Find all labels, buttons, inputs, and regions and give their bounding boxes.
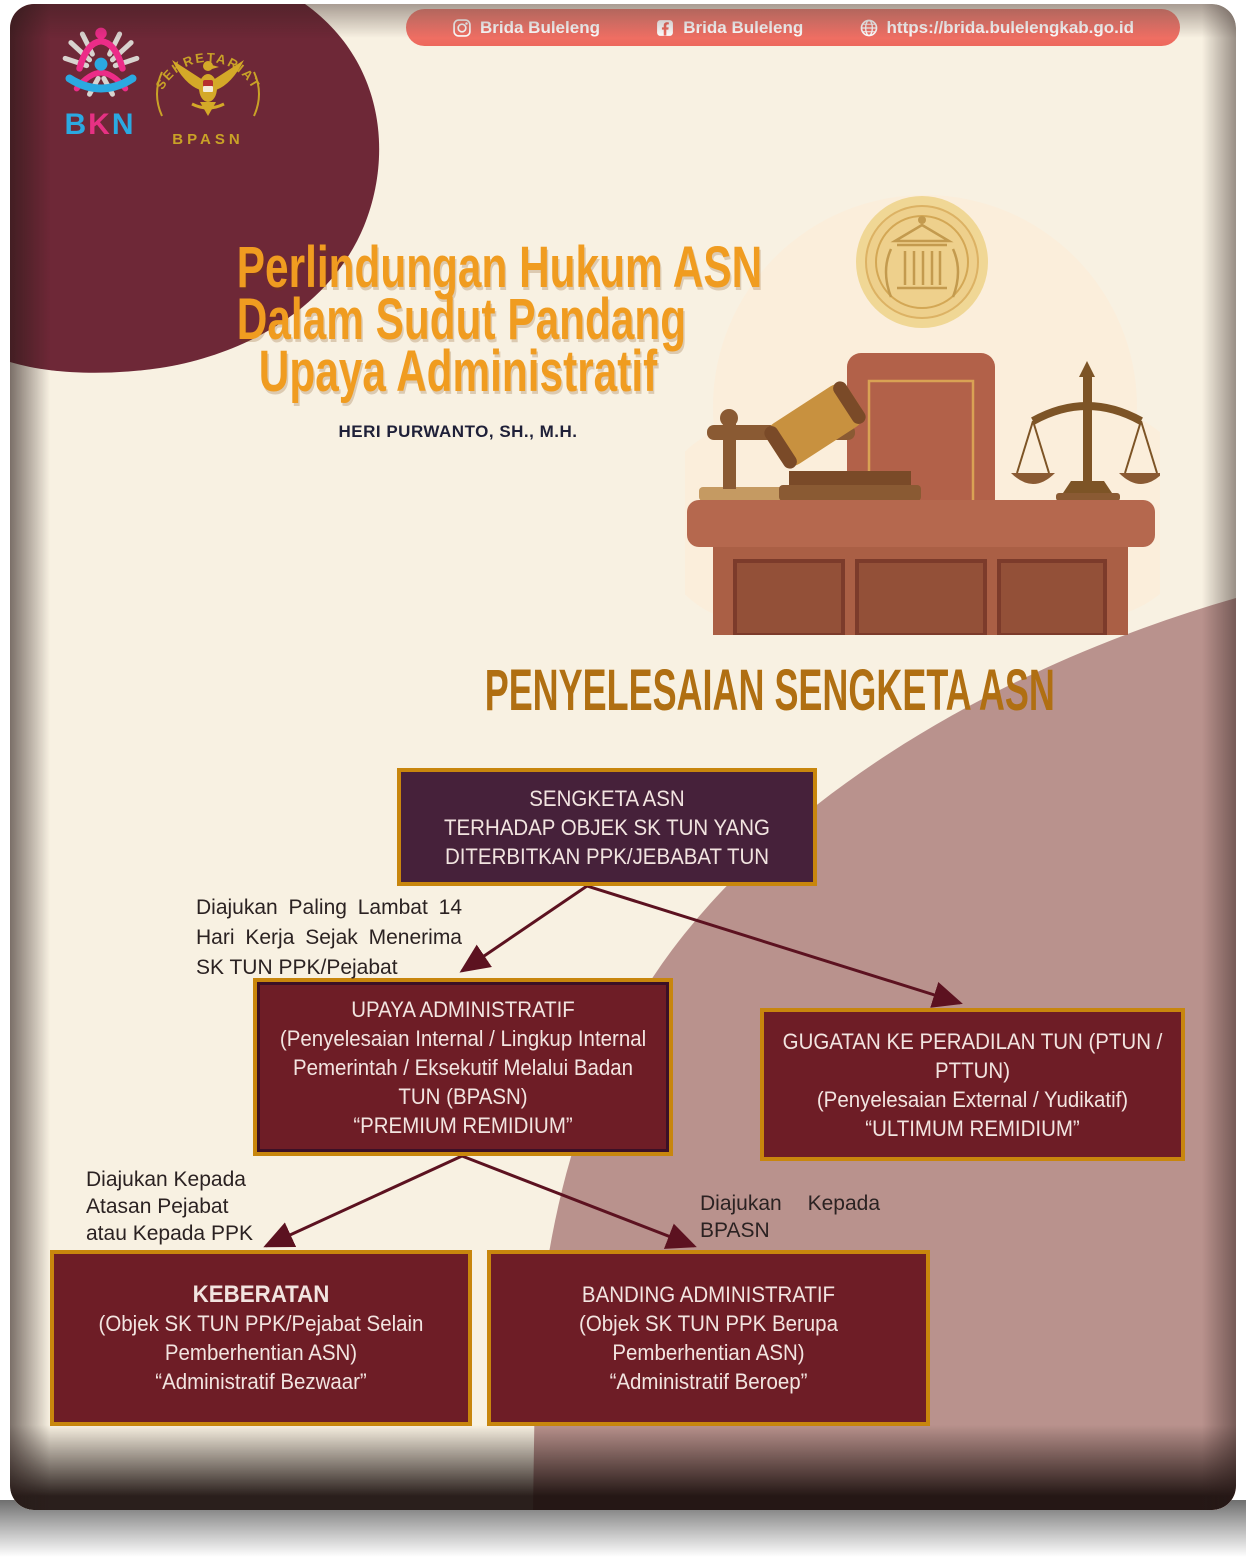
section-heading-text: PENYELESAIAN SENGKETA ASN	[484, 658, 1055, 723]
flow-box-sengketa: SENGKETA ASN TERHADAP OBJEK SK TUN YANG …	[397, 768, 817, 886]
website-link[interactable]: https://brida.bulelengkab.go.id	[859, 18, 1134, 38]
title-line-3: Upaya Administratif	[258, 339, 658, 404]
keberatan-line: (Objek SK TUN PPK/Pejabat Selain	[98, 1311, 424, 1336]
bpasn-emblem: SEKRETARIAT BPASN	[152, 50, 261, 148]
gugatan-line: GUGATAN KE PERADILAN TUN (PTUN /	[782, 1028, 1163, 1054]
bkn-letter-k: K	[88, 108, 112, 141]
banding-line: BANDING ADMINISTRATIF	[581, 1282, 836, 1307]
banding-line: “Administratif Beroep”	[609, 1369, 808, 1394]
note-keberatan-label: Diajukan Kepada Atasan Pejabat atau Kepa…	[86, 1168, 253, 1245]
upaya-line: “PREMIUM REMIDIUM”	[353, 1112, 573, 1138]
facebook-link[interactable]: Brida Buleleng	[655, 18, 803, 38]
banding-line: Pemberhentian ASN)	[612, 1340, 805, 1365]
sengketa-line: TERHADAP OBJEK SK TUN YANG	[444, 814, 770, 840]
gugatan-line: “ULTIMUM REMIDIUM”	[865, 1115, 1080, 1141]
note-banding-label: Diajukan Kepada BPASN	[700, 1192, 880, 1242]
upaya-line: UPAYA ADMINISTRATIF	[351, 996, 575, 1022]
court-seal-icon	[856, 196, 988, 328]
page-title: Perlindungan Hukum ASN Dalam Sudut Panda…	[155, 239, 762, 404]
desk	[687, 500, 1155, 635]
poster-drop-shadow	[0, 1500, 1246, 1560]
author-name: HERI PURWANTO, SH., M.H.	[338, 422, 578, 441]
keberatan-line: Pemberhentian ASN)	[164, 1340, 358, 1365]
keberatan-title: KEBERATAN	[192, 1281, 330, 1308]
facebook-icon	[657, 19, 674, 36]
gugatan-line: (Penyelesaian External / Yudikatif)	[816, 1086, 1129, 1112]
keberatan-line: “Administratif Bezwaar”	[155, 1369, 367, 1394]
website-label: https://brida.bulelengkab.go.id	[886, 17, 1134, 37]
instagram-label: Brida Buleleng	[480, 17, 600, 37]
banding-line: (Objek SK TUN PPK Berupa	[579, 1311, 838, 1336]
instagram-link[interactable]: Brida Buleleng	[452, 18, 600, 38]
facebook-label: Brida Buleleng	[683, 17, 804, 37]
upaya-line: Pemerintah / Eksekutif Melalui Badan	[292, 1054, 634, 1080]
upaya-line: (Penyelesaian Internal / Lingkup Interna…	[279, 1025, 647, 1051]
bkn-logo-icon	[62, 27, 140, 97]
flow-box-banding-administratif: BANDING ADMINISTRATIF (Objek SK TUN PPK …	[487, 1250, 930, 1426]
bkn-letter-b: B	[64, 108, 89, 141]
globe-icon	[860, 19, 877, 36]
emblem-bottom-text: BPASN	[172, 131, 243, 148]
sengketa-line: SENGKETA ASN	[529, 785, 685, 811]
poster: Brida Buleleng Brida Buleleng https://br…	[10, 4, 1236, 1510]
section-heading: PENYELESAIAN SENGKETA ASN	[310, 657, 1055, 724]
social-bar: Brida Buleleng Brida Buleleng https://br…	[406, 9, 1180, 46]
garuda-icon	[172, 60, 244, 116]
flow-box-keberatan: KEBERATAN (Objek SK TUN PPK/Pejabat Sela…	[50, 1250, 472, 1426]
gugatan-line: PTTUN)	[934, 1057, 1011, 1083]
bkn-logo-text: BKN	[50, 108, 150, 142]
upaya-line: TUN (BPASN)	[398, 1083, 528, 1109]
note-14-hari: Diajukan Paling Lambat 14 Hari Kerja Sej…	[196, 896, 462, 979]
flow-box-upaya-administratif: UPAYA ADMINISTRATIF (Penyelesaian Intern…	[253, 978, 673, 1156]
sengketa-line: DITERBITKAN PPK/JEBABAT TUN	[444, 843, 770, 869]
bkn-letter-n: N	[111, 108, 136, 141]
instagram-icon	[453, 18, 471, 37]
flow-box-gugatan-ptun: GUGATAN KE PERADILAN TUN (PTUN / PTTUN) …	[760, 1008, 1185, 1161]
